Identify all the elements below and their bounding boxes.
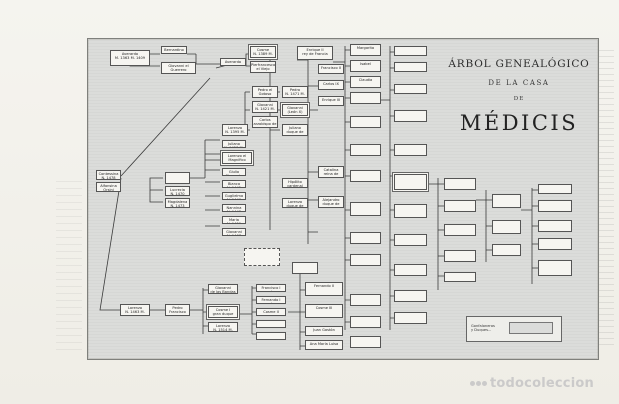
tree-box [350, 144, 381, 156]
page-title: MÉDICIS [459, 111, 579, 135]
tree-box [256, 332, 286, 340]
tree-box [538, 238, 572, 250]
tree-box: Cosme II [256, 308, 286, 316]
tree-box [350, 116, 381, 128]
tree-box [394, 144, 427, 156]
tree-box: Giovanni N. 1421 M. 1463 [252, 101, 278, 113]
legend-swatch [509, 322, 553, 334]
tree-box: Margarita [350, 44, 381, 56]
tree-box: Carlos IX [318, 80, 344, 90]
tree-box: Giovanni (León X) N. 1475 M. 1521 [282, 104, 308, 116]
tree-box: Juliano duque de Nemours [282, 124, 308, 136]
tree-box: Averardo [220, 58, 246, 66]
tree-box: Pedro el Gotoso N. 1416 M. 1469 [252, 86, 278, 98]
tree-box [492, 194, 521, 208]
tree-box: Juan Gastón [305, 326, 343, 336]
tree-box: Carlos arzobispo de Prato [252, 116, 278, 128]
tree-box: Enrique II rey de Francia [297, 46, 333, 60]
tree-box [244, 248, 280, 266]
tree-box: Enrique III [318, 96, 344, 106]
tree-box: Giovanni el Guerrero M. 1393 [161, 62, 196, 74]
tree-box: Cosme I gran duque [208, 306, 238, 318]
tree-box: Giulio Clemente VII [222, 168, 246, 176]
tree-box: Juliano N. 1453 M. 1478 [222, 140, 246, 148]
tree-box [350, 336, 381, 348]
tree-box [394, 312, 427, 324]
tree-box [350, 254, 381, 266]
tree-box [350, 294, 381, 306]
tree-box: Francisco I gran duque [256, 284, 286, 292]
watermark-text: todocoleccion [490, 375, 594, 391]
tree-box: Guglielma N. 1446 [222, 192, 246, 200]
tree-box [394, 46, 427, 56]
show-through-text [56, 180, 82, 350]
tree-box: Cosme III [305, 304, 343, 318]
adjacent-page-text [598, 45, 614, 345]
tree-box: Cosme N. 1389 M. 1464 [250, 46, 276, 58]
tree-box: Giovanni N. 1467 [222, 228, 246, 236]
tree-box [256, 320, 286, 328]
tree-box [444, 272, 476, 282]
tree-box [165, 172, 190, 184]
tree-box [394, 264, 427, 276]
tree-box [350, 316, 381, 328]
tree-box: Ana María Luisa [305, 340, 343, 350]
tree-box: Pierfrancesco el Viejo N. 1415 M. 1467 [250, 61, 276, 73]
tree-box [492, 220, 521, 234]
tree-box: Bernardino [161, 46, 187, 54]
tree-box: Pedro N. 1471 M. 1503 [282, 86, 308, 98]
tree-box: Magdalena N. 1473 [165, 198, 190, 208]
tree-box [538, 184, 572, 194]
tree-box [394, 84, 427, 94]
tree-box: Lorenzo duque de Urbino [282, 198, 308, 208]
tree-box: Nannina N. 1448 [222, 204, 246, 212]
tree-box [394, 234, 427, 246]
tree-box: Hipólito cardenal [282, 178, 308, 188]
tree-box: Fernando I gran duque [256, 296, 286, 304]
tree-box [444, 200, 476, 212]
tree-box: Francisco II [318, 64, 344, 74]
tree-box [292, 262, 318, 274]
tree-box [492, 244, 521, 256]
tree-box: Catalina reina de Francia [318, 166, 344, 178]
title-line-3: DE [513, 96, 525, 102]
tree-box [394, 290, 427, 302]
tree-box: Lorenzo N. 1463 M. 1503 [120, 304, 150, 316]
tree-box [538, 260, 572, 276]
tree-box: Alejandro duque de Florencia [318, 196, 344, 208]
tree-box [538, 220, 572, 232]
tree-box [444, 250, 476, 262]
tree-box [394, 62, 427, 72]
tree-box: Maria N. 1450 [222, 216, 246, 224]
tree-box [350, 92, 381, 104]
tree-box: Giovanni de las Bandas Negras [208, 284, 238, 294]
tree-box: Lorenzo el Magnífico N. 1449 M. 1492 [222, 152, 252, 164]
tree-box [394, 110, 427, 122]
tree-box [350, 232, 381, 244]
watermark: todocoleccion [470, 372, 610, 394]
tree-box [444, 224, 476, 236]
tree-box [538, 200, 572, 212]
tree-box: Contessina N. 1478 [96, 170, 121, 180]
tree-box: Fernando II [305, 282, 343, 296]
tree-box: Alfonsina Orsini [96, 182, 121, 192]
tree-box: Lorenzo N. 1514 M. 1548 [208, 322, 238, 332]
tree-box [394, 174, 427, 190]
tree-box [350, 202, 381, 216]
tree-box: Lucrecia N. 1470 [165, 186, 190, 196]
title-line-1: ÁRBOL GENEALÓGICO [448, 58, 590, 70]
tree-box: Claudia [350, 76, 381, 88]
watermark-logo-icon [470, 380, 487, 386]
tree-box: Bianca N. 1445 [222, 180, 246, 188]
legend-label: Gonfaloneros y Duques... [471, 324, 495, 333]
tree-box [394, 204, 427, 218]
tree-box: Isabel [350, 60, 381, 72]
tree-box: Pedro Francisco N. 1487 [165, 304, 190, 316]
tree-box [350, 170, 381, 182]
tree-box: Averardo M. 1363 M. 1409 [110, 50, 150, 66]
title-line-2: DE LA CASA [488, 79, 550, 87]
tree-box [444, 178, 476, 190]
tree-box: Lorenzo N. 1395 M. 1440 [222, 124, 248, 136]
